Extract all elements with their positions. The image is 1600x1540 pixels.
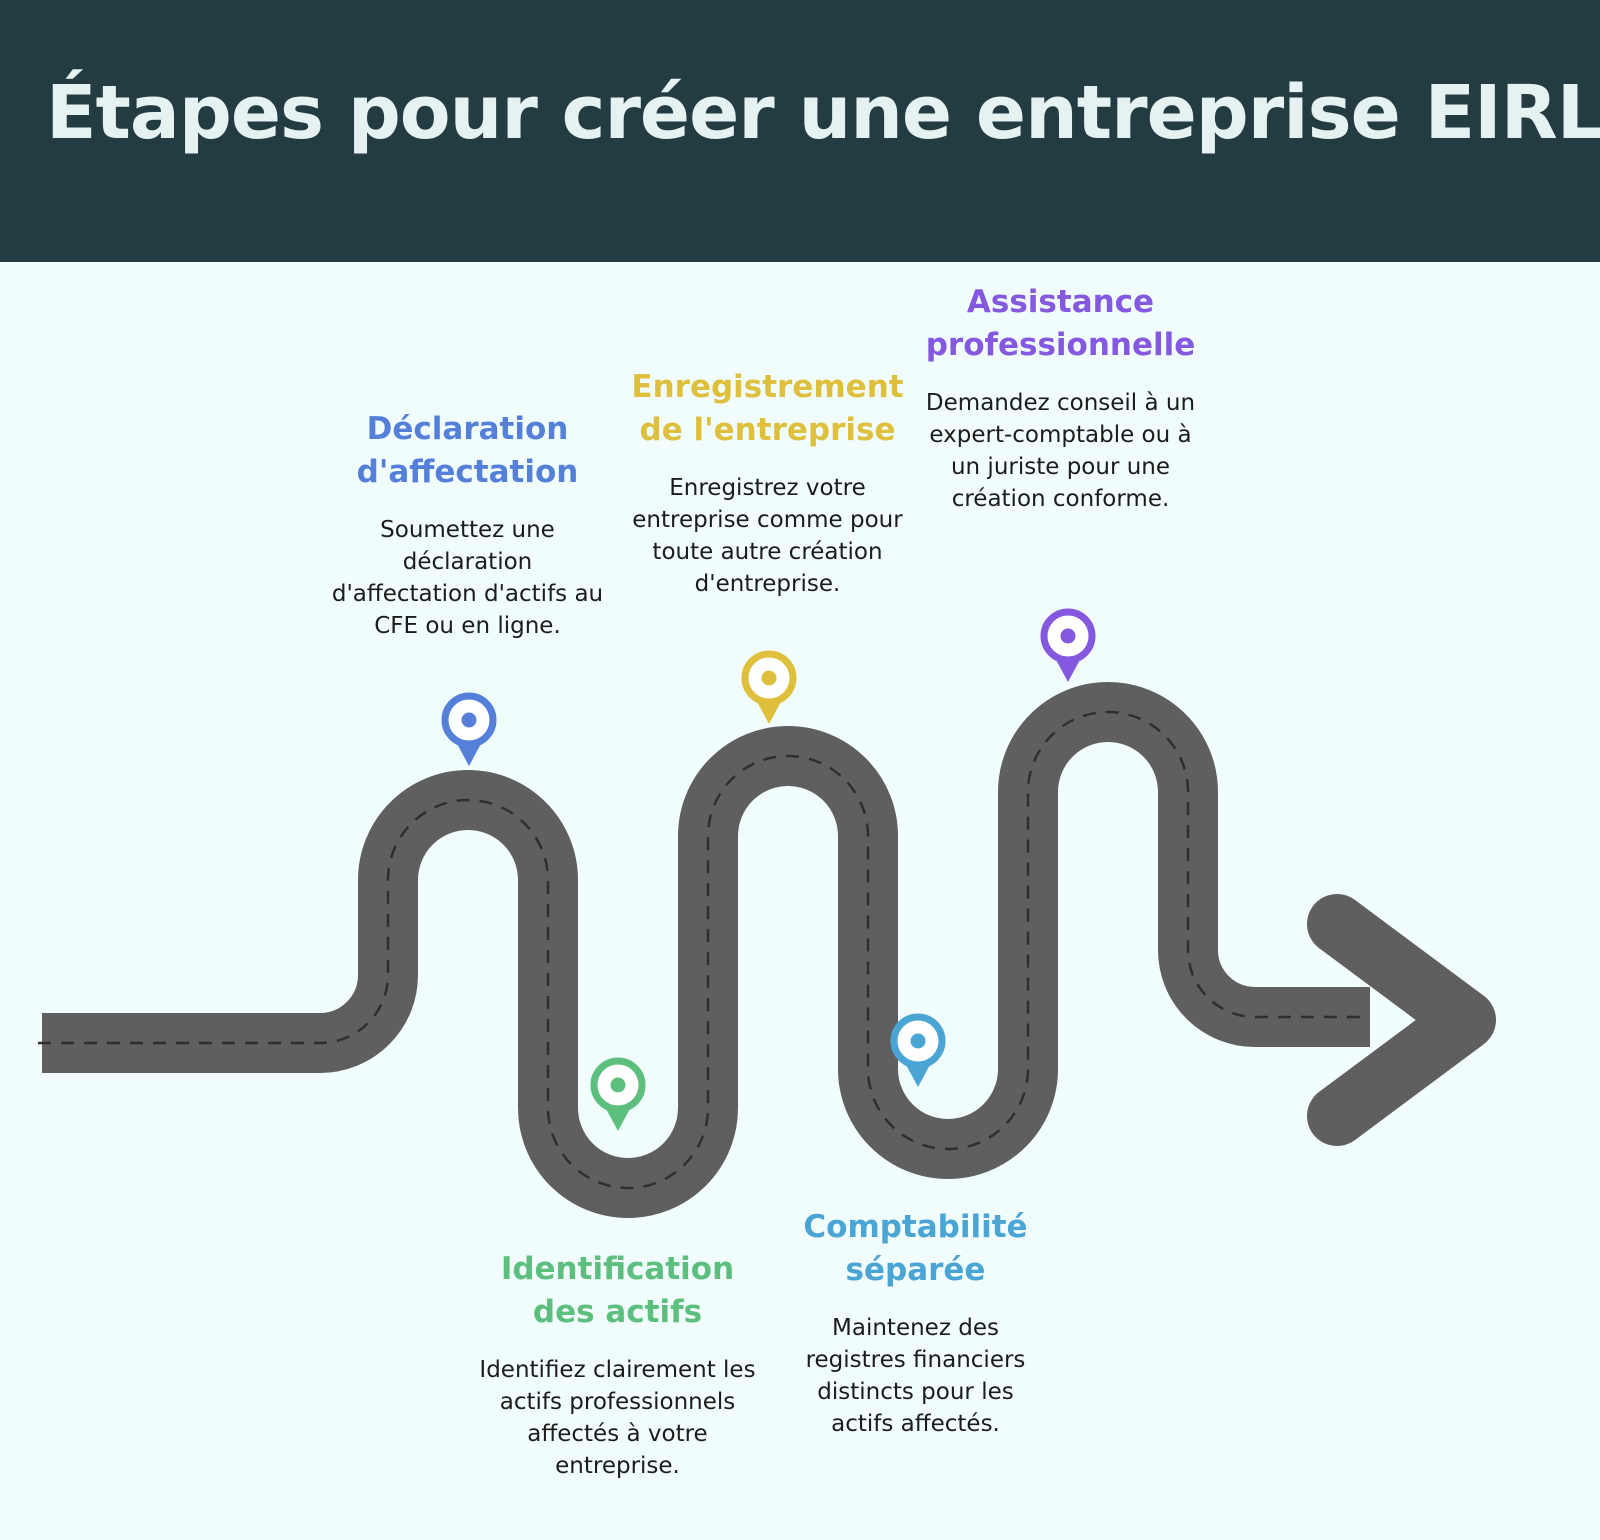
header-banner: Étapes pour créer une entreprise EIRL: [0, 0, 1600, 262]
step-title: Assistance professionnelle: [925, 284, 1196, 363]
step-identification-actifs: Identification des actifs Identifiez cla…: [475, 1248, 760, 1482]
page-title: Étapes pour créer une entreprise EIRL: [46, 70, 1600, 156]
step-title: Identification des actifs: [500, 1251, 735, 1330]
step-description: Soumettez une déclaration d'affectation …: [331, 517, 604, 639]
step-description: Demandez conseil à un expert-comptable o…: [925, 390, 1196, 512]
location-pin-icon: [741, 650, 797, 724]
step-description: Enregistrez votre entreprise comme pour …: [632, 475, 903, 597]
arrow-right-icon: [1307, 894, 1496, 1146]
step-description: Identifiez clairement les actifs profess…: [479, 1357, 756, 1479]
location-pin-icon: [890, 1013, 946, 1087]
step-title: Comptabilité séparée: [803, 1209, 1028, 1288]
step-declaration-affectation: Déclaration d'affectation Soumettez une …: [330, 408, 605, 642]
step-assistance-professionnelle: Assistance professionnelle Demandez cons…: [918, 281, 1203, 515]
step-title: Déclaration d'affectation: [356, 411, 579, 490]
step-enregistrement-entreprise: Enregistrement de l'entreprise Enregistr…: [625, 366, 910, 600]
step-title: Enregistrement de l'entreprise: [631, 369, 904, 448]
step-description: Maintenez des registres financiers disti…: [805, 1315, 1026, 1437]
road-center-line: [38, 710, 1368, 1190]
location-pin-icon: [1040, 608, 1096, 682]
winding-road: [42, 682, 1370, 1218]
step-comptabilite-separee: Comptabilité séparée Maintenez des regis…: [783, 1206, 1048, 1440]
location-pin-icon: [441, 692, 497, 766]
location-pin-icon: [590, 1057, 646, 1131]
